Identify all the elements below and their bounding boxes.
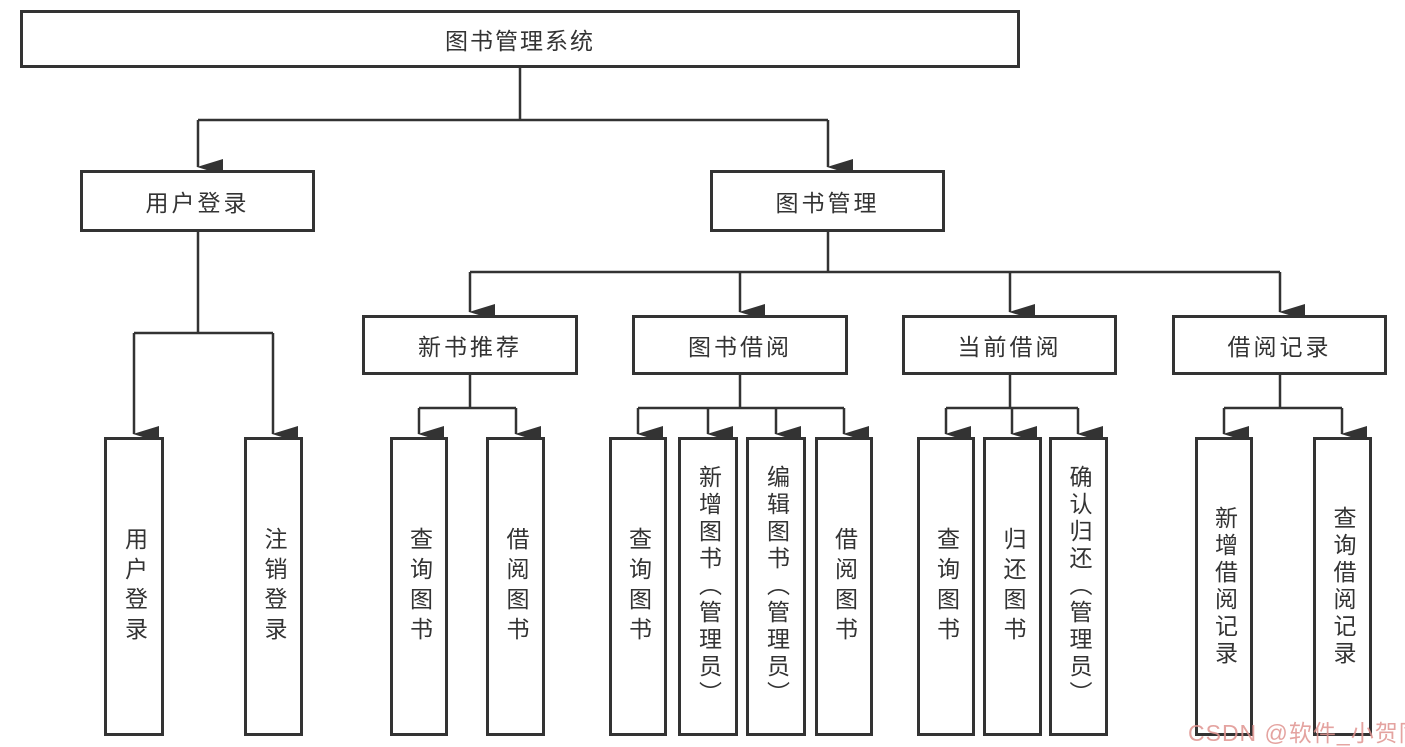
- leaf-logout: 注销登录: [244, 437, 303, 736]
- leaf-label: 编辑图书（管理员）: [763, 465, 790, 708]
- leaf-label: 借阅图书: [831, 526, 858, 647]
- leaf-label: 查询图书: [625, 526, 652, 647]
- leaf-query-books: 查询图书: [390, 437, 448, 736]
- node-user-login-group: 用户登录: [80, 170, 315, 232]
- node-borrowing-records: 借阅记录: [1172, 315, 1387, 375]
- leaf-label: 查询图书: [933, 526, 960, 647]
- node-library-management-system: 图书管理系统: [20, 10, 1020, 68]
- leaf-add-books-admin: 新增图书（管理员）: [678, 437, 738, 736]
- leaf-add-borrow-record: 新增借阅记录: [1195, 437, 1253, 736]
- leaf-label: 查询图书: [406, 526, 433, 647]
- node-new-book-recommendation: 新书推荐: [362, 315, 578, 375]
- node-label: 图书管理: [775, 190, 880, 216]
- leaf-query-books: 查询图书: [917, 437, 975, 736]
- leaf-label: 新增借阅记录: [1211, 505, 1238, 668]
- leaf-label: 归还图书: [1000, 526, 1026, 647]
- node-label: 图书借阅: [688, 334, 792, 360]
- node-book-borrowing: 图书借阅: [632, 315, 848, 375]
- node-label: 借阅记录: [1227, 334, 1332, 360]
- leaf-confirm-return-admin: 确认归还（管理员）: [1049, 437, 1108, 736]
- node-book-management: 图书管理: [710, 170, 945, 232]
- node-label: 新书推荐: [418, 334, 522, 360]
- leaf-user-login: 用户登录: [104, 437, 164, 736]
- leaf-label: 借阅图书: [503, 526, 529, 647]
- leaf-label: 用户登录: [121, 526, 148, 647]
- leaf-query-books: 查询图书: [609, 437, 667, 736]
- leaf-return-books: 归还图书: [983, 437, 1042, 736]
- node-label: 图书管理系统: [445, 28, 595, 54]
- leaf-label: 新增图书（管理员）: [695, 465, 722, 708]
- node-label: 用户登录: [145, 190, 250, 216]
- csdn-watermark: CSDN @软件_小贺同学: [1188, 720, 1405, 746]
- leaf-borrow-books: 借阅图书: [486, 437, 545, 736]
- leaf-label: 注销登录: [261, 526, 287, 647]
- leaf-query-borrow-record: 查询借阅记录: [1313, 437, 1372, 736]
- leaf-edit-books-admin: 编辑图书（管理员）: [746, 437, 806, 736]
- node-label: 当前借阅: [957, 334, 1062, 360]
- leaf-borrow-books: 借阅图书: [815, 437, 873, 736]
- leaf-label: 确认归还（管理员）: [1066, 465, 1092, 708]
- node-current-borrowing: 当前借阅: [902, 315, 1117, 375]
- leaf-label: 查询借阅记录: [1330, 505, 1356, 668]
